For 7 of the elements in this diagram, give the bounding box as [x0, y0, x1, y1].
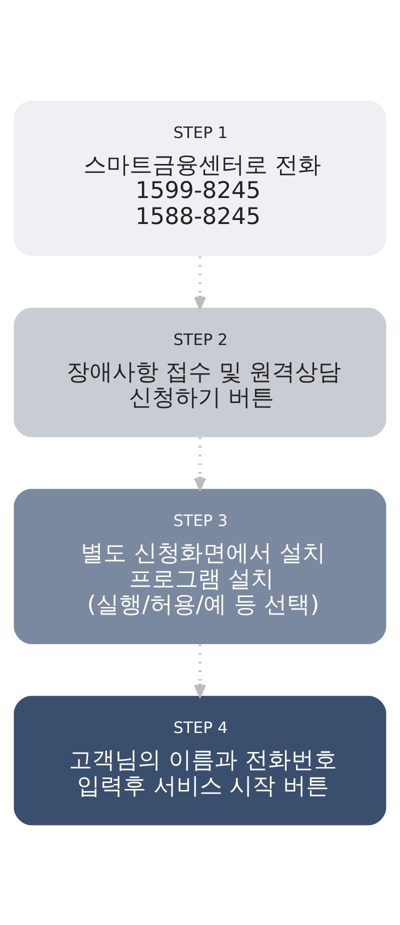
arrow — [194, 437, 206, 490]
node-box: STEP 4 고객님의 이름과 전화번호 입력후 서비스 시작 버튼 — [14, 695, 386, 825]
node-box: STEP 1 스마트금융센터로 전화 1599-8245 1588-8245 — [14, 100, 386, 256]
arrow — [194, 644, 206, 696]
node-box: STEP 3 별도 신청화면에서 설치 프로그램 설치 (실행/허용/예 등 선택) — [14, 488, 386, 644]
node-box: STEP 2 장애사항 접수 및 원격상담 신청하기 버튼 — [14, 307, 386, 437]
arrow — [194, 256, 206, 308]
